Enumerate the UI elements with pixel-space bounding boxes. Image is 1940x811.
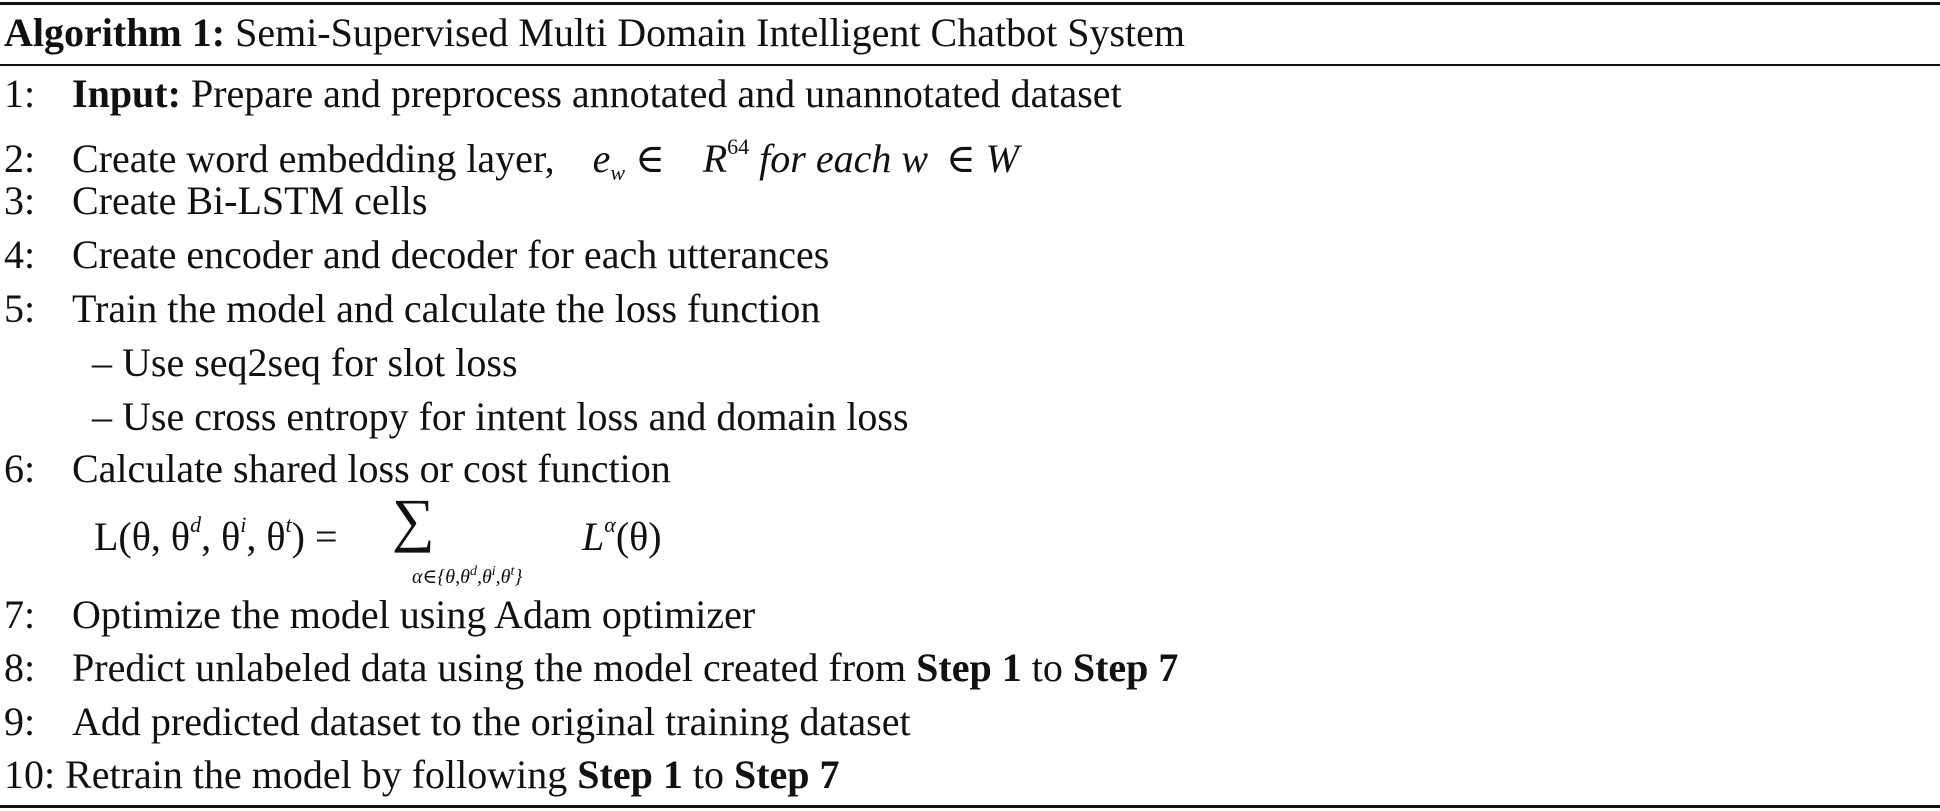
caption-title: Semi-Supervised Multi Domain Intelligent… — [235, 10, 1185, 55]
range-sup-t: t — [510, 564, 515, 579]
step-number: 5: — [4, 286, 36, 331]
step-number: 10: — [4, 752, 56, 797]
formula-part: L(θ, θ — [94, 514, 191, 559]
range-sup-i: i — [491, 564, 496, 579]
step-number: 7: — [4, 592, 36, 637]
step-text: Predict unlabeled data using the model c… — [72, 645, 917, 690]
range-part: } — [514, 566, 523, 588]
caption-label: Algorithm 1: — [4, 10, 226, 55]
step-ref-bold: Step 1 — [916, 645, 1022, 690]
step-text: to — [682, 752, 734, 797]
step-number: 4: — [4, 232, 36, 277]
step-ref-bold: Step 1 — [577, 752, 683, 797]
formula-sup-i: i — [240, 512, 247, 537]
math-subscript-w: w — [610, 160, 626, 185]
math-superscript-64: 64 — [727, 134, 750, 159]
formula-sup-d: d — [190, 512, 202, 537]
loss-formula-rhs: Lα(θ) — [582, 500, 662, 562]
step-6: 6: Calculate shared loss or cost function — [4, 444, 671, 494]
step-ref-bold: Step 7 — [1072, 645, 1179, 690]
math-element-of-2: ∈ — [946, 136, 976, 181]
formula-sup-t: t — [285, 512, 292, 537]
step-text: Prepare and preprocess annotated and una… — [180, 71, 1122, 116]
step-3: 3: Create Bi-LSTM cells — [4, 176, 427, 226]
step-4: 4: Create encoder and decoder for each ut… — [4, 230, 829, 280]
step-text: Create Bi-LSTM cells — [72, 178, 428, 223]
step-10: 10:Retrain the model by following Step 1… — [4, 750, 840, 800]
algorithm-caption: Algorithm 1: Semi-Supervised Multi Domai… — [4, 8, 1185, 58]
step-5: 5: Train the model and calculate the loss… — [4, 284, 820, 334]
summation-range: α∈{θ,θd,θi,θt} — [412, 560, 522, 589]
step-text: Retrain the model by following — [65, 752, 578, 797]
step-number: 8: — [4, 645, 36, 690]
range-part: ,θ — [495, 566, 511, 588]
math-set-w: W — [985, 136, 1019, 181]
step-text: Train the model and calculate the loss f… — [72, 286, 821, 331]
step-ref-bold: Step 7 — [733, 752, 840, 797]
loss-formula-lhs: L(θ, θd, θi, θt) = — [94, 500, 338, 562]
step-number: 6: — [4, 446, 36, 491]
step-5-subitem: – Use cross entropy for intent loss and … — [92, 394, 909, 439]
step-text: Create word embedding layer, — [72, 136, 555, 181]
summation-sigma: ∑ — [392, 487, 435, 553]
top-rule — [0, 2, 1940, 5]
range-part: ,θ — [476, 566, 492, 588]
step-bold-lead: Input: — [72, 71, 181, 116]
range-part: α∈{θ,θ — [412, 566, 470, 588]
step-text: Add predicted dataset to the original tr… — [72, 699, 911, 744]
step-1: 1: Input: Prepare and preprocess annotate… — [4, 69, 1122, 119]
math-var-e: e — [592, 136, 611, 181]
step-number: 3: — [4, 178, 36, 223]
math-set-r: R — [702, 136, 728, 181]
step-9: 9: Add predicted dataset to the original … — [4, 697, 911, 747]
step-number: 9: — [4, 699, 36, 744]
formula-rhs-alpha: α — [604, 512, 616, 537]
formula-part: , θ — [201, 514, 241, 559]
range-sup-d: d — [469, 564, 477, 579]
bottom-rule — [0, 805, 1940, 808]
step-number: 2: — [4, 136, 36, 181]
caption-rule — [0, 64, 1940, 66]
formula-rhs-l: L — [582, 514, 605, 559]
step-8: 8: Predict unlabeled data using the model… — [4, 643, 1178, 693]
step-7: 7: Optimize the model using Adam optimize… — [4, 590, 755, 640]
step-text: to — [1021, 645, 1073, 690]
step-text: Optimize the model using Adam optimizer — [72, 592, 756, 637]
step-text: Create encoder and decoder for each utte… — [72, 232, 830, 277]
step-number: 1: — [4, 71, 36, 116]
formula-rhs-arg: (θ) — [615, 514, 662, 559]
step-2: 2: Create word embedding layer, ew ∈ R64 fo… — [4, 122, 1019, 198]
step-5-subitem: – Use seq2seq for slot loss — [92, 340, 518, 385]
math-tail: for each w — [759, 136, 929, 181]
formula-part: , θ — [246, 514, 286, 559]
math-element-of: ∈ — [635, 136, 665, 181]
step-text: Calculate shared loss or cost function — [72, 446, 671, 491]
formula-part: ) = — [291, 514, 338, 559]
